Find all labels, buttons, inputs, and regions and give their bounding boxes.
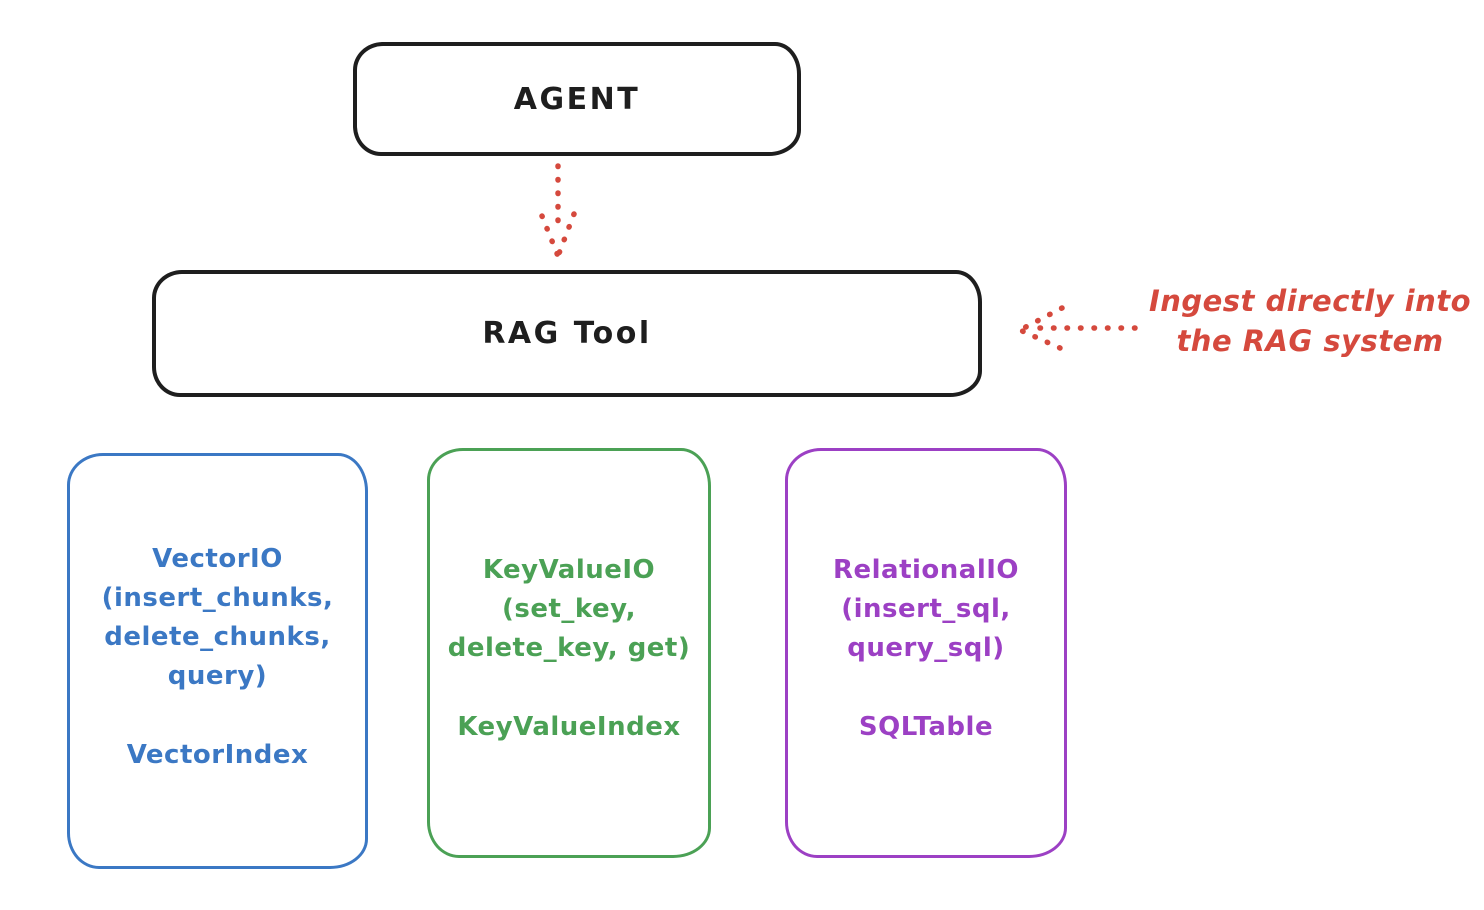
vector-io-method-line: query)	[167, 661, 268, 691]
keyvalue-io-title: KeyValueIO	[482, 555, 656, 585]
agent-box: AGENT	[353, 42, 801, 156]
rag-tool-label: RAG Tool	[482, 316, 652, 351]
vector-io-method-line: delete_chunks,	[104, 622, 331, 652]
ingest-annotation-line1: Ingest directly into	[1148, 284, 1472, 318]
ingest-annotation: Ingest directly into the RAG system	[1136, 281, 1484, 361]
keyvalue-io-method-line: (set_key,	[502, 594, 636, 624]
relational-io-title: RelationalIO	[832, 555, 1020, 585]
keyvalue-io-method-line: delete_key, get)	[447, 633, 691, 663]
agent-to-rag-arrow-icon	[539, 163, 577, 259]
vector-index-label: VectorIndex	[126, 740, 309, 770]
vector-io-method-line: (insert_chunks,	[101, 583, 334, 613]
relational-io-method-line: (insert_sql,	[841, 594, 1011, 624]
vector-io-box: VectorIO (insert_chunks, delete_chunks, …	[67, 453, 368, 869]
sql-table-label: SQLTable	[858, 712, 994, 742]
ingest-to-rag-arrow-icon	[1017, 305, 1138, 351]
agent-label: AGENT	[513, 81, 641, 117]
rag-tool-box: RAG Tool	[152, 270, 982, 397]
keyvalue-io-box: KeyValueIO (set_key, delete_key, get) Ke…	[427, 448, 711, 858]
relational-io-method-line: query_sql)	[847, 633, 1005, 663]
keyvalue-index-label: KeyValueIndex	[457, 712, 681, 742]
relational-io-box: RelationalIO (insert_sql, query_sql) SQL…	[785, 448, 1067, 858]
ingest-annotation-line2: the RAG system	[1176, 324, 1444, 358]
vector-io-title: VectorIO	[152, 544, 283, 574]
